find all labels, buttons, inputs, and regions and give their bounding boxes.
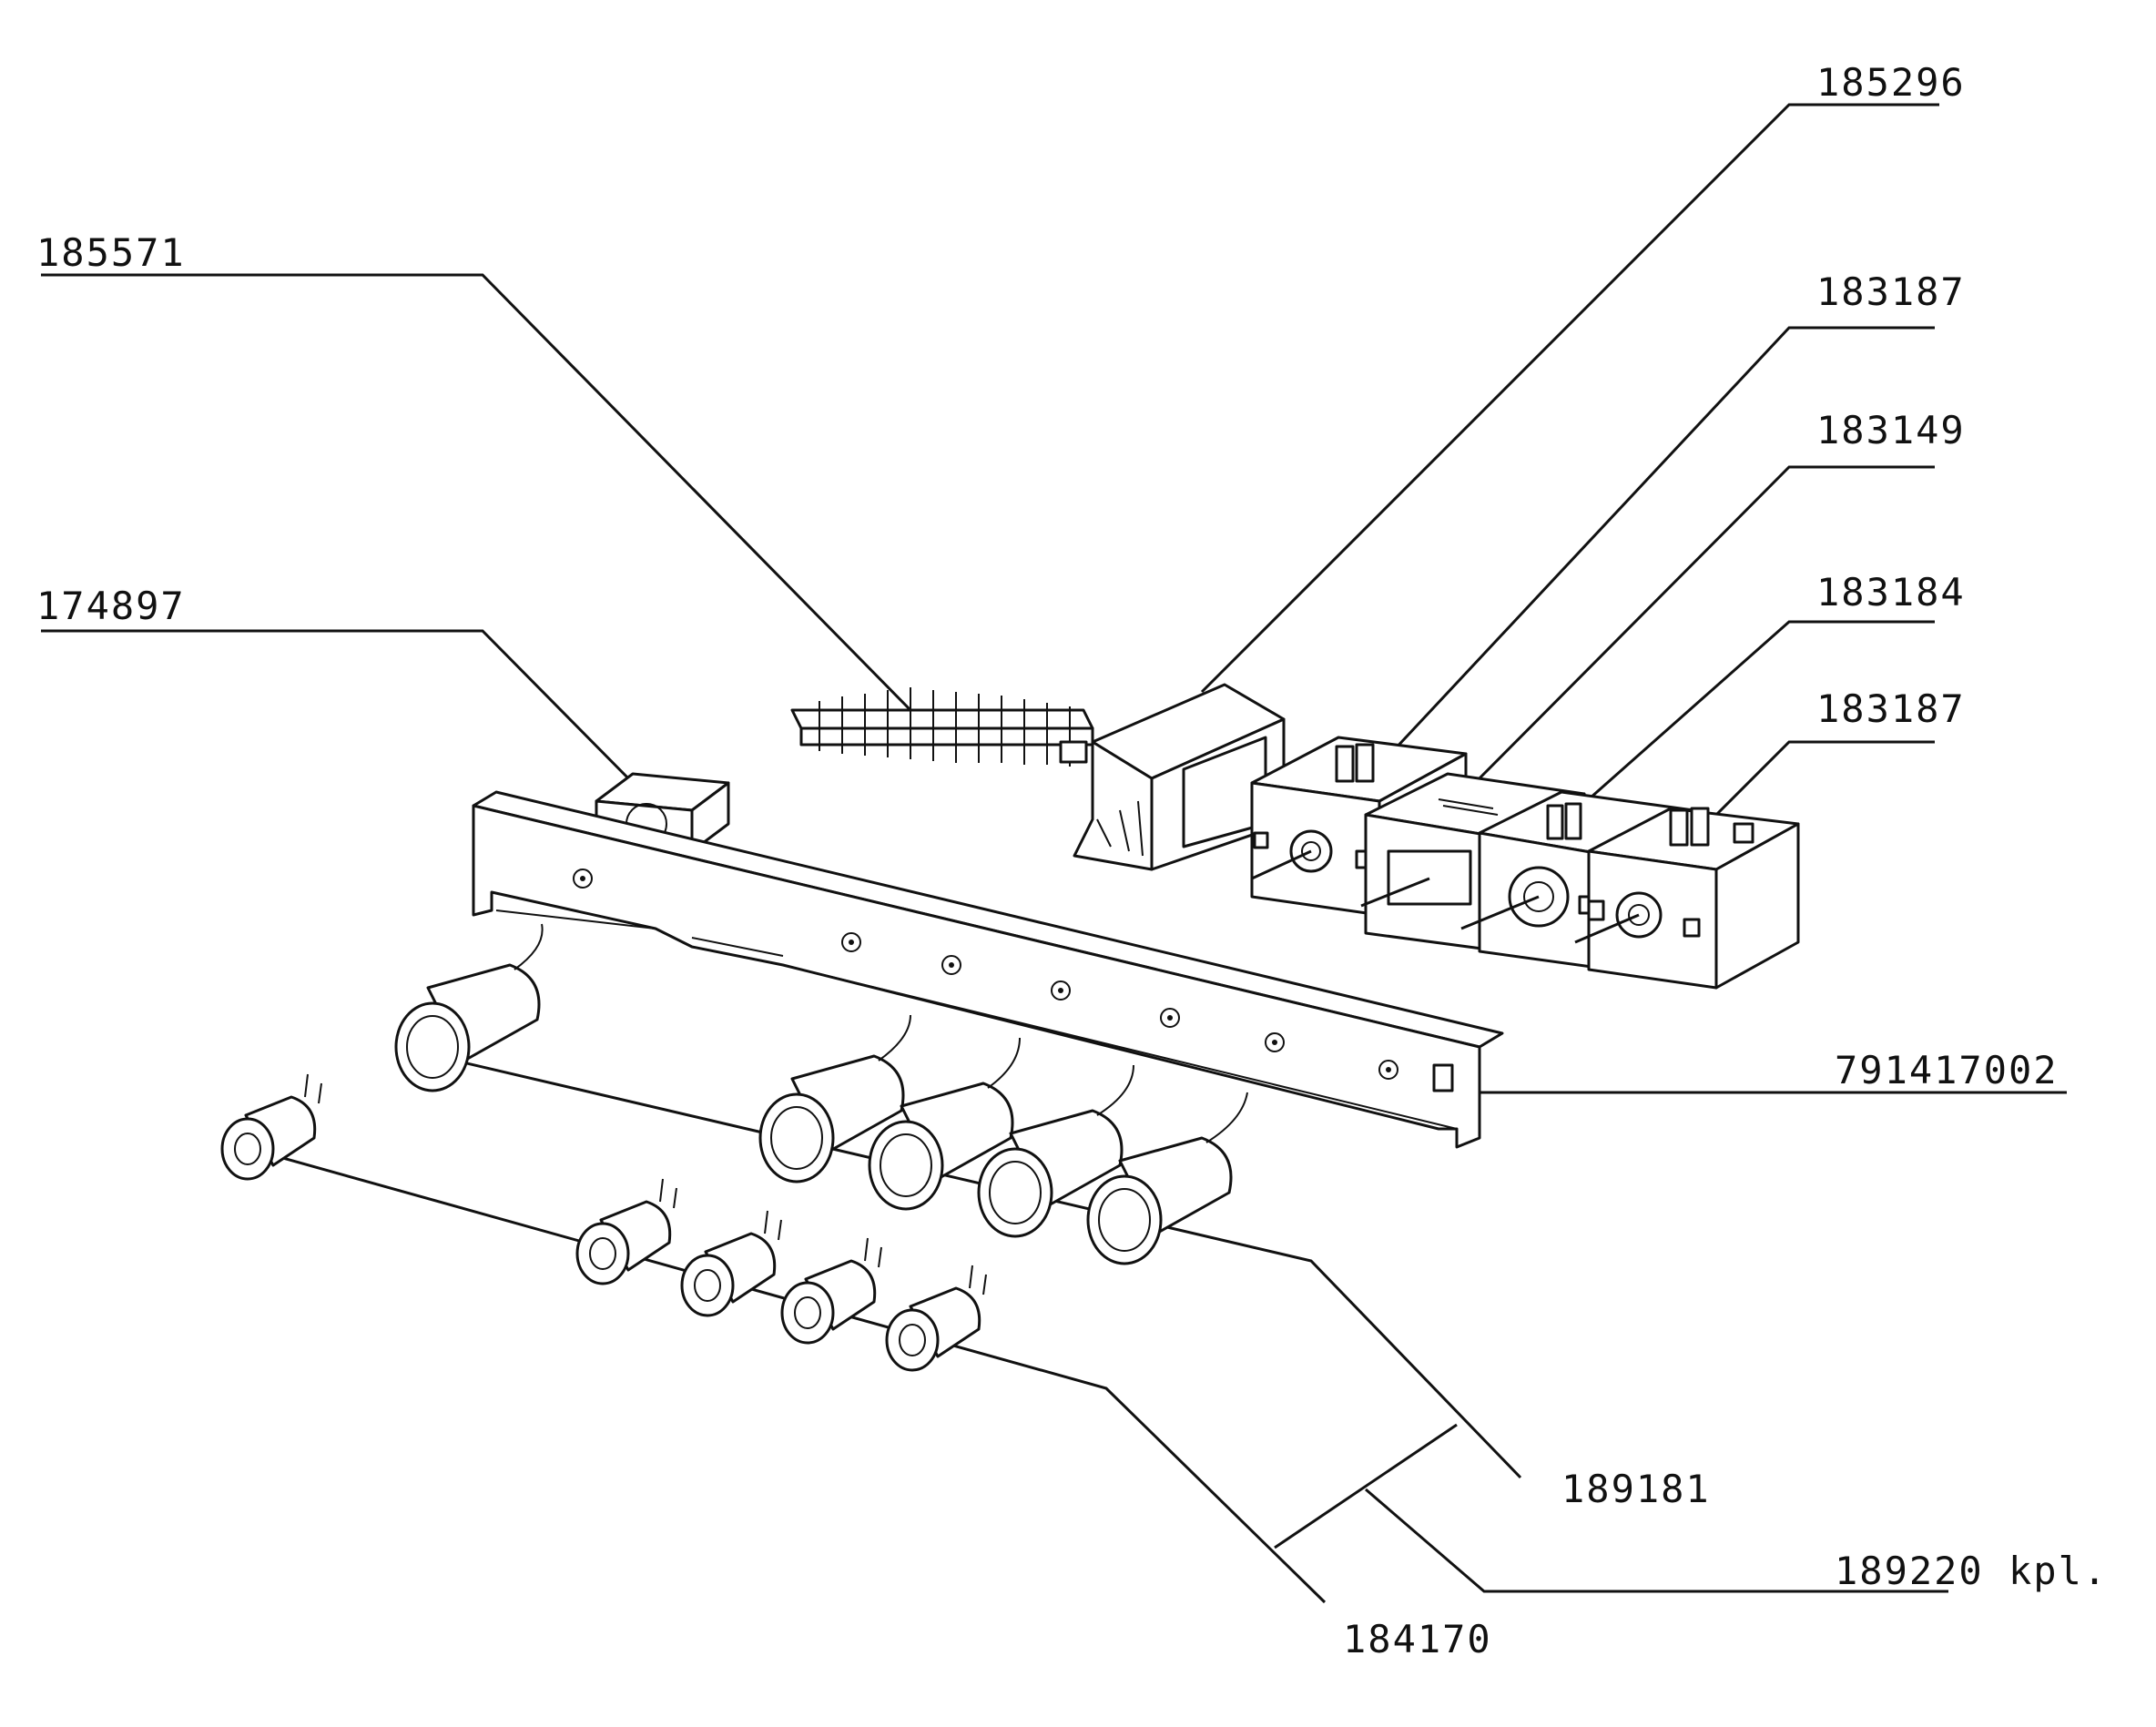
mounting-rail xyxy=(472,790,1504,1149)
label-184170: 184170 xyxy=(1343,1617,1492,1661)
label-183149: 183149 xyxy=(1816,408,1966,452)
leader-lines xyxy=(41,103,2067,1604)
knob-housing-1 xyxy=(394,923,544,1092)
knob-housing-4 xyxy=(977,1064,1134,1238)
label-185296: 185296 xyxy=(1816,60,1966,105)
label-174897: 174897 xyxy=(36,584,186,628)
switch-module-4 xyxy=(1574,807,1800,990)
label-185571: 185571 xyxy=(36,230,186,275)
indicator-lamp-5 xyxy=(885,1265,987,1372)
indicator-lamp-2 xyxy=(575,1178,677,1285)
knob-housings xyxy=(394,923,1248,1265)
indicator-lamps xyxy=(220,1073,987,1372)
knob-housing-5 xyxy=(1086,1092,1248,1265)
label-183187-top: 183187 xyxy=(1816,269,1966,314)
label-791417002: 791417002 xyxy=(1835,1048,2059,1092)
label-183184: 183184 xyxy=(1816,570,1966,615)
label-189220-kpl: 189220 kpl. xyxy=(1835,1549,2108,1593)
label-183187-bottom: 183187 xyxy=(1816,686,1966,731)
label-189181: 189181 xyxy=(1561,1467,1711,1511)
knob-housing-2 xyxy=(758,1014,911,1184)
indicator-lamp-4 xyxy=(780,1237,882,1345)
part-labels: 185296 185571 183187 183149 174897 18318… xyxy=(36,60,2108,1661)
indicator-lamp-3 xyxy=(680,1210,782,1317)
terminal-strip xyxy=(790,687,1094,767)
knob-housing-3 xyxy=(868,1037,1021,1211)
indicator-lamp-1 xyxy=(220,1073,322,1181)
